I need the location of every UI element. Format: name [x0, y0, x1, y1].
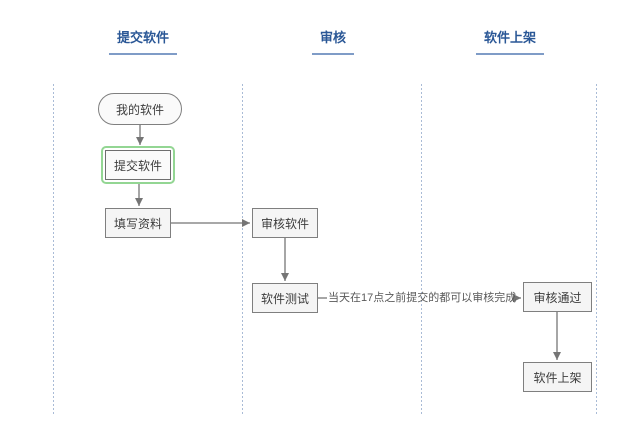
node-submit-software-selected[interactable]: 提交软件: [101, 146, 175, 184]
lane-header-submit-software: 提交软件: [108, 31, 178, 55]
lane-header-software-launch: 软件上架: [475, 31, 545, 55]
node-fill-info[interactable]: 填写资料: [105, 208, 171, 238]
node-submit-software[interactable]: 提交软件: [105, 150, 171, 180]
node-review-passed[interactable]: 审核通过: [523, 282, 592, 312]
node-software-launch[interactable]: 软件上架: [523, 362, 592, 392]
lane-header-review: 审核: [311, 31, 355, 55]
lane-divider-1: [53, 84, 54, 414]
lane-divider-3: [421, 84, 422, 414]
lane-divider-4: [596, 84, 597, 414]
connector-annotation[interactable]: 当天在17点之前提交的都可以审核完成: [328, 292, 517, 304]
lane-divider-2: [242, 84, 243, 414]
node-my-software[interactable]: 我的软件: [98, 93, 182, 125]
node-review-software[interactable]: 审核软件: [252, 208, 318, 238]
node-software-test[interactable]: 软件测试: [252, 283, 318, 313]
